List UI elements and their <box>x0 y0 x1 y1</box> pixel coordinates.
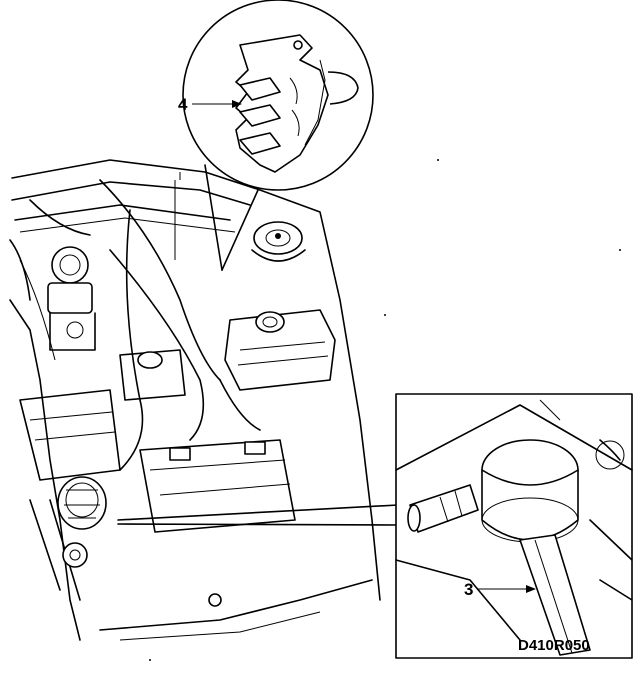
detail-box-sensor <box>117 393 633 659</box>
callout-4: 4 <box>178 95 242 114</box>
callout-label-4: 4 <box>178 95 188 114</box>
battery <box>139 439 296 533</box>
engine-bay-outline <box>9 159 381 641</box>
figure-code: D410R050 <box>518 637 590 654</box>
wiring-harness <box>19 172 261 471</box>
suspension-strut-top <box>251 221 306 262</box>
oil-filler-cap <box>57 476 107 530</box>
washer-reservoir <box>119 349 186 401</box>
coolant-reservoir <box>224 309 336 391</box>
callout-label-3: 3 <box>464 580 473 599</box>
scan-specks <box>149 159 621 661</box>
detail-circle-connector <box>182 0 374 271</box>
callout-3: 3 <box>464 580 536 599</box>
engine-block <box>19 389 222 607</box>
brake-master-cylinder <box>47 246 96 351</box>
